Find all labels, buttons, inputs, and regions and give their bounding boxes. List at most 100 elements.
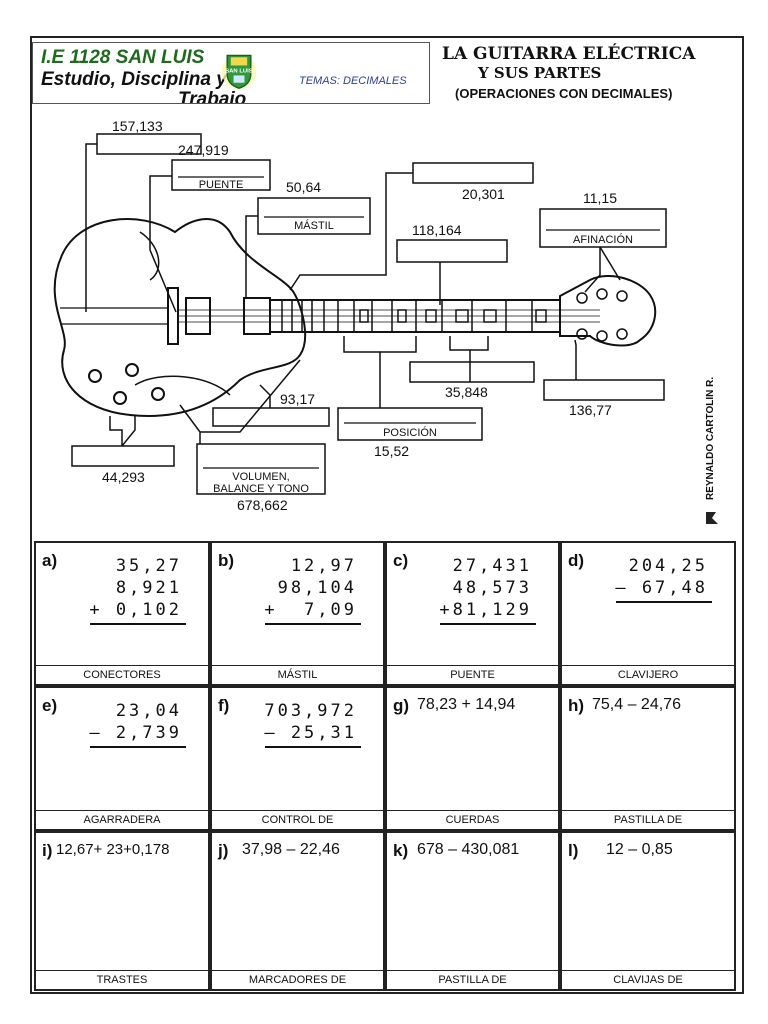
diagram-number: 35,848: [445, 384, 488, 400]
sum-rule-line: [90, 623, 186, 625]
diagram-number: 118,164: [412, 222, 462, 238]
exercise-part-label: PUENTE: [387, 665, 558, 684]
exercise-expression: 12,67+ 23+0,178: [56, 841, 170, 858]
exercise-part-label: TRASTES: [36, 970, 208, 989]
label-afinacion: AFINACIÓN: [573, 233, 633, 246]
operation-line: 703,972: [264, 701, 357, 721]
exercise-part-label: CLAVIJAS DE: [562, 970, 734, 989]
exercise-expression: 37,98 – 22,46: [242, 841, 340, 858]
diagram-number: 44,293: [102, 469, 145, 485]
exercise-letter: c): [393, 551, 409, 570]
operation-line: 12,97: [290, 556, 357, 576]
diagram-number: 20,301: [462, 186, 505, 202]
exercise-letter: h): [568, 696, 585, 715]
exercise-letter: j): [218, 841, 229, 860]
sum-rule-line: [265, 623, 361, 625]
exercise-part-label: AGARRADERA: [36, 810, 208, 829]
exercise-expression: 75,4 – 24,76: [592, 696, 681, 713]
exercise-part-label: CLAVIJERO: [562, 665, 734, 684]
exercise-part-label: CONECTORES: [36, 665, 208, 684]
exercise-letter: i): [42, 841, 53, 860]
diagram-number: 93,17: [280, 391, 315, 407]
diagram-number: 11,15: [583, 190, 617, 206]
school-motto-line2: Trabajo: [178, 89, 247, 104]
operation-line: 98,104: [277, 578, 357, 598]
label-posicion: POSICIÓN: [383, 426, 437, 439]
guitar-diagram: 157,133 247,919 50,64 20,301 11,15 118,1…: [53, 118, 718, 524]
operation-line: + 0,102: [89, 600, 182, 620]
operation-line: 8,921: [115, 578, 182, 598]
exercise-expression: 678 – 430,081: [417, 841, 520, 858]
exercise-letter: k): [393, 841, 409, 860]
operation-line: 48,573: [452, 578, 532, 598]
diagram-number: 136,77: [569, 402, 612, 418]
exercise-letter: l): [568, 841, 579, 860]
exercise-operation: 703,972– 25,31: [264, 700, 357, 744]
school-header: I.E 1128 SAN LUIS Estudio, Disciplina y …: [32, 42, 430, 104]
exercise-letter: f): [218, 696, 230, 715]
exercise-letter: a): [42, 551, 58, 570]
sum-rule-line: [440, 623, 536, 625]
sum-rule-line: [616, 601, 712, 603]
operation-line: 27,431: [452, 556, 532, 576]
exercise-part-label: MARCADORES DE: [212, 970, 383, 989]
worksheet-title: LA GUITARRA ELÉCTRICA: [442, 44, 696, 64]
author-mark-icon: [706, 512, 718, 524]
operation-line: – 67,48: [615, 578, 708, 598]
exercise-letter: e): [42, 696, 58, 715]
svg-text:SAN LUIS: SAN LUIS: [225, 69, 253, 75]
exercise-operation: 23,04– 2,739: [89, 700, 182, 744]
operation-line: – 25,31: [264, 723, 357, 743]
label-balance: BALANCE Y TONO: [213, 483, 309, 495]
school-name: I.E 1128 SAN LUIS: [41, 47, 205, 68]
guitar-body: [53, 217, 307, 417]
exercise-letter: b): [218, 551, 235, 570]
exercise-letter: d): [568, 551, 585, 570]
sum-rule-line: [90, 746, 186, 748]
exercise-part-label: CUERDAS: [387, 810, 558, 829]
label-puente: PUENTE: [199, 179, 244, 191]
diagram-number: 15,52: [374, 443, 409, 459]
operation-line: – 2,739: [89, 723, 182, 743]
operation-line: +81,129: [439, 600, 532, 620]
diagram-number: 50,64: [286, 179, 321, 195]
exercise-expression: 78,23 + 14,94: [417, 696, 516, 713]
label-mastil: MÁSTIL: [294, 219, 334, 232]
exercise-part-label: CONTROL DE: [212, 810, 383, 829]
operation-line: 204,25: [628, 556, 708, 576]
diagram-number: 157,133: [112, 118, 163, 134]
author-credit: REYNALDO CARTOLIN R.: [705, 377, 716, 500]
diagram-number: 247,919: [178, 142, 229, 158]
exercise-operation: 204,25– 67,48: [615, 555, 708, 599]
exercise-part-label: MÁSTIL: [212, 665, 383, 684]
school-shield-logo: SAN LUIS: [222, 54, 256, 90]
school-motto: Estudio, Disciplina y: [41, 69, 227, 90]
worksheet-frame: [30, 36, 744, 994]
worksheet-subtitle: Y SUS PARTES: [478, 64, 602, 82]
topic-label: TEMAS: DECIMALES: [299, 75, 407, 87]
worksheet-topic: (OPERACIONES CON DECIMALES): [455, 86, 673, 101]
exercise-expression: 12 – 0,85: [606, 841, 673, 858]
operation-line: 23,04: [115, 701, 182, 721]
operation-line: 35,27: [115, 556, 182, 576]
operation-line: + 7,09: [264, 600, 357, 620]
diagram-number: 678,662: [237, 497, 288, 513]
exercise-part-label: PASTILLA DE: [387, 970, 558, 989]
sum-rule-line: [265, 746, 361, 748]
label-volumen: VOLUMEN,: [232, 471, 289, 483]
